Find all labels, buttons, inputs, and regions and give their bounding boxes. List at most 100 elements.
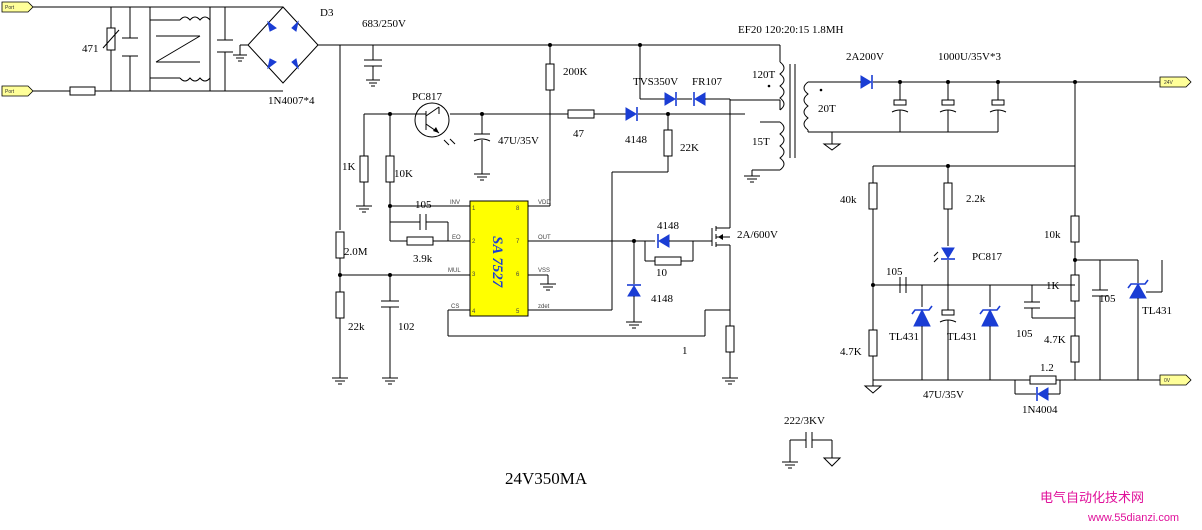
res-4-7k-right (1070, 335, 1080, 363)
res-1k-right (1070, 274, 1080, 302)
svg-text:VDD: VDD (538, 200, 551, 206)
svg-text:22K: 22K (680, 142, 699, 154)
svg-text:PC817: PC817 (412, 91, 442, 103)
svg-text:15T: 15T (752, 136, 770, 148)
svg-text:6: 6 (516, 272, 520, 278)
watermark-url: www.55dianzi.com (1087, 512, 1179, 524)
svg-text:1K: 1K (342, 161, 356, 173)
svg-text:Port: Port (5, 5, 15, 11)
svg-text:2: 2 (472, 239, 476, 245)
ic-sa7527[interactable]: SA 7527 1 2 3 4 5 6 7 8 INV EO MUL CS zd… (448, 200, 551, 317)
svg-text:TL431: TL431 (889, 331, 919, 343)
tl431-c: TL431 (1127, 260, 1172, 380)
svg-text:471: 471 (82, 43, 99, 55)
svg-text:20T: 20T (818, 103, 836, 115)
svg-text:47: 47 (573, 128, 585, 140)
svg-text:2.0M: 2.0M (344, 246, 368, 258)
svg-text:8: 8 (516, 206, 520, 212)
svg-text:24V: 24V (1164, 80, 1174, 86)
pc817-led: PC817 (933, 247, 1002, 263)
svg-text:4148: 4148 (657, 220, 680, 232)
svg-text:EO: EO (452, 235, 461, 241)
common-mode-choke (149, 16, 211, 82)
svg-text:1K: 1K (1046, 280, 1060, 292)
cap-105-a: 105 (873, 266, 907, 293)
output-capacitors (808, 80, 1007, 133)
fuse (69, 86, 96, 96)
svg-text:10: 10 (656, 267, 668, 279)
svg-text:1N4007*4: 1N4007*4 (268, 95, 315, 107)
svg-text:5: 5 (516, 309, 520, 315)
input-capacitor: 683/250V (362, 18, 406, 87)
x-capacitor-2 (217, 39, 233, 53)
res-1 (725, 325, 735, 353)
mosfet-2a600v: 2A/600V (705, 226, 778, 247)
svg-text:Port: Port (5, 89, 15, 95)
port-ac-2: Port (1, 85, 58, 97)
svg-text:47U/35V: 47U/35V (923, 389, 964, 401)
svg-text:4148: 4148 (651, 293, 674, 305)
cap-47u-right: 47U/35V (923, 309, 964, 401)
res-47 (567, 109, 595, 119)
svg-text:10k: 10k (1044, 229, 1061, 241)
res-10 (654, 256, 682, 266)
cap-47u-top: 47U/35V (473, 114, 539, 181)
svg-text:0V: 0V (1164, 378, 1171, 384)
svg-text:zdet: zdet (538, 304, 550, 310)
diode-1n4004: 1N4004 (1022, 387, 1058, 416)
svg-text:VSS: VSS (538, 268, 550, 274)
svg-text:40k: 40k (840, 194, 857, 206)
res-4-7k-left (868, 329, 878, 357)
svg-text:105: 105 (1099, 293, 1116, 305)
port-24v: 24V (1159, 76, 1192, 88)
x-capacitor-1 (122, 37, 138, 57)
diode-4148-a: 4148 (625, 107, 648, 146)
svg-text:FR107: FR107 (692, 76, 722, 88)
svg-text:CS: CS (451, 304, 459, 310)
tl431-a: TL431 (889, 285, 933, 380)
svg-text:TL431: TL431 (947, 331, 977, 343)
svg-text:4.7K: 4.7K (1044, 334, 1066, 346)
flyback-transformer: EF20 120:20:15 1.8MH 120T 15T 20T (729, 24, 843, 183)
svg-text:1N4004: 1N4004 (1022, 404, 1058, 416)
svg-text:47U/35V: 47U/35V (498, 135, 539, 147)
out-diode-2a200v: 2A200V (846, 51, 884, 89)
svg-text:3.9k: 3.9k (413, 253, 433, 265)
svg-text:683/250V: 683/250V (362, 18, 406, 30)
y-capacitor: 222/3KV (782, 415, 842, 469)
svg-text:1: 1 (472, 206, 476, 212)
res-40k (868, 182, 878, 210)
res-200k (545, 63, 555, 91)
svg-text:222/3KV: 222/3KV (784, 415, 825, 427)
watermark-cn: 电气自动化技术网 (1040, 490, 1144, 506)
svg-text:2A/600V: 2A/600V (737, 229, 778, 241)
res-10k-left (385, 155, 395, 183)
cap-102: 102 (381, 275, 415, 385)
res-1k-left (359, 155, 369, 183)
tvs-350v: TVS350V (633, 76, 678, 106)
svg-text:1: 1 (682, 345, 688, 357)
res-1-2 (1029, 375, 1057, 385)
res-22k-top (663, 129, 673, 157)
port-0v: 0V (1159, 374, 1192, 386)
svg-text:105: 105 (886, 266, 903, 278)
svg-text:D3: D3 (320, 7, 334, 19)
svg-text:105: 105 (1016, 328, 1033, 340)
ac-input-wires (58, 6, 283, 92)
res-22k-left (335, 291, 345, 319)
schematic-title: 24V350MA (505, 469, 588, 488)
svg-text:OUT: OUT (538, 235, 551, 241)
svg-text:MUL: MUL (448, 268, 461, 274)
svg-text:200K: 200K (563, 66, 588, 78)
res-3-9k (406, 236, 434, 246)
svg-text:4148: 4148 (625, 134, 648, 146)
svg-text:TVS350V: TVS350V (633, 76, 678, 88)
diode-4148-b: 4148 (657, 220, 680, 248)
svg-text:120T: 120T (752, 69, 776, 81)
svg-text:2.2k: 2.2k (966, 193, 986, 205)
pc817-phototransistor: PC817 (364, 91, 456, 146)
svg-text:3: 3 (472, 272, 476, 278)
svg-text:SA 7527: SA 7527 (489, 236, 505, 288)
bridge-rectifier: D3 1N4007*4 (233, 6, 640, 107)
